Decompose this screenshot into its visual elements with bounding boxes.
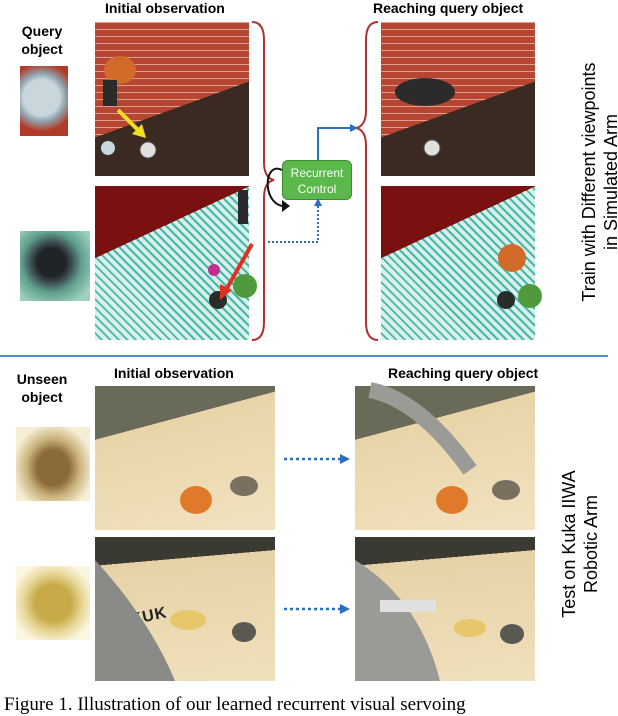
query-thumb-sim-2 xyxy=(20,231,90,301)
real-scene-objects xyxy=(95,382,524,681)
bottom-initial-header: Initial observation xyxy=(114,365,234,381)
sim-reaching-1-image xyxy=(381,22,535,176)
unseen-thumb-1 xyxy=(16,427,90,501)
top-initial-header: Initial observation xyxy=(105,0,225,16)
top-reaching-header: Reaching query object xyxy=(373,0,524,16)
query-object-label: Query object xyxy=(21,23,63,57)
unseen-thumb-2 xyxy=(16,566,90,640)
left-brace xyxy=(251,21,275,341)
unseen-object-label: Unseen object xyxy=(16,371,68,405)
sim-scene-objects xyxy=(101,56,542,309)
control-flow-lines xyxy=(268,124,358,243)
real-transition-arrows xyxy=(284,454,350,614)
target-pointer-arrows xyxy=(116,108,254,300)
bottom-reaching-header: Reaching query object xyxy=(388,365,539,381)
right-brace xyxy=(355,21,379,341)
sim-initial-1-image xyxy=(95,22,249,176)
figure-caption: Figure 1. Illustration of our learned re… xyxy=(4,694,466,715)
recurrent-loop-arrow xyxy=(266,167,289,208)
sim-initial-2-image xyxy=(95,186,249,340)
recurrent-control-box: Recurrent Control xyxy=(282,160,352,200)
query-thumb-sim-1 xyxy=(20,66,68,136)
